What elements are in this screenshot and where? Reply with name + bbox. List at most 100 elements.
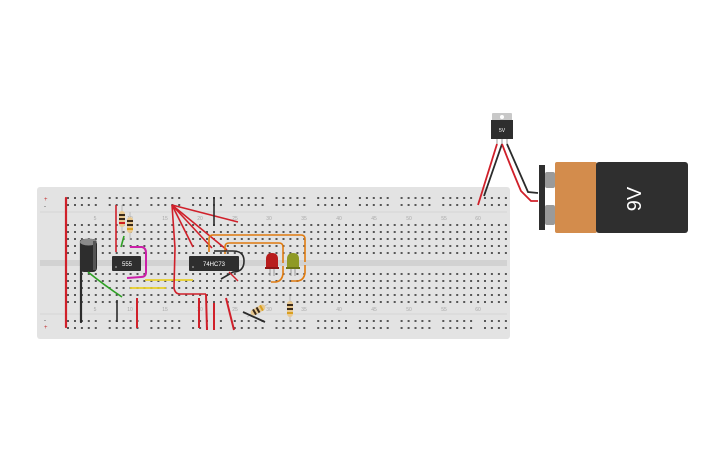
breadboard-hole[interactable] [101, 245, 104, 247]
breadboard-hole[interactable] [226, 231, 229, 233]
breadboard-hole[interactable] [463, 245, 466, 247]
breadboard-hole[interactable] [421, 320, 424, 322]
breadboard-hole[interactable] [268, 287, 271, 289]
breadboard-hole[interactable] [206, 224, 208, 226]
breadboard-hole[interactable] [233, 294, 236, 296]
breadboard-hole[interactable] [296, 252, 299, 254]
breadboard-hole[interactable] [157, 320, 160, 322]
breadboard-hole[interactable] [254, 204, 257, 206]
breadboard-hole[interactable] [157, 327, 160, 329]
breadboard-hole[interactable] [240, 197, 243, 199]
breadboard-hole[interactable] [108, 273, 111, 275]
breadboard-hole[interactable] [219, 197, 222, 199]
breadboard-hole[interactable] [150, 252, 153, 254]
breadboard-hole[interactable] [449, 327, 452, 329]
wire-orange-1[interactable] [208, 234, 306, 262]
breadboard-hole[interactable] [122, 245, 125, 247]
breadboard-hole[interactable] [233, 320, 236, 322]
breadboard-hole[interactable] [87, 204, 90, 206]
breadboard-hole[interactable] [358, 287, 361, 289]
breadboard-hole[interactable] [504, 224, 507, 226]
breadboard-hole[interactable] [456, 204, 459, 206]
breadboard-hole[interactable] [192, 238, 195, 240]
breadboard-hole[interactable] [421, 204, 424, 206]
breadboard-hole[interactable] [157, 280, 160, 282]
breadboard-hole[interactable] [219, 238, 222, 240]
breadboard-hole[interactable] [393, 245, 396, 247]
breadboard-hole[interactable] [261, 252, 264, 254]
breadboard-hole[interactable] [275, 197, 278, 199]
breadboard-hole[interactable] [504, 245, 507, 247]
breadboard-hole[interactable] [157, 245, 160, 247]
breadboard-hole[interactable] [303, 197, 306, 199]
breadboard-hole[interactable] [470, 197, 473, 199]
breadboard-hole[interactable] [324, 224, 327, 226]
breadboard-hole[interactable] [386, 197, 389, 199]
breadboard-hole[interactable] [213, 245, 215, 247]
breadboard-hole[interactable] [317, 327, 320, 329]
breadboard-hole[interactable] [67, 238, 69, 240]
breadboard-hole[interactable] [470, 204, 473, 206]
breadboard-hole[interactable] [296, 301, 299, 303]
breadboard-hole[interactable] [386, 252, 389, 254]
breadboard-hole[interactable] [143, 252, 146, 254]
breadboard-hole[interactable] [338, 197, 341, 199]
breadboard-hole[interactable] [261, 327, 264, 329]
breadboard-hole[interactable] [199, 287, 202, 289]
breadboard-hole[interactable] [192, 273, 195, 275]
breadboard-hole[interactable] [421, 224, 424, 226]
breadboard-hole[interactable] [324, 280, 327, 282]
breadboard-hole[interactable] [247, 301, 250, 303]
breadboard-hole[interactable] [365, 294, 368, 296]
breadboard-hole[interactable] [129, 273, 132, 275]
breadboard-hole[interactable] [171, 238, 174, 240]
breadboard-hole[interactable] [414, 287, 417, 289]
breadboard-hole[interactable] [226, 238, 229, 240]
breadboard-hole[interactable] [101, 238, 104, 240]
breadboard-hole[interactable] [497, 327, 500, 329]
breadboard-hole[interactable] [331, 204, 334, 206]
breadboard-hole[interactable] [407, 327, 410, 329]
breadboard-hole[interactable] [324, 273, 327, 275]
breadboard-hole[interactable] [407, 231, 410, 233]
breadboard-hole[interactable] [365, 245, 368, 247]
breadboard-hole[interactable] [351, 238, 354, 240]
wire-green-2[interactable] [120, 235, 125, 248]
breadboard-hole[interactable] [310, 294, 313, 296]
breadboard-hole[interactable] [435, 231, 438, 233]
breadboard-hole[interactable] [247, 204, 250, 206]
breadboard-hole[interactable] [310, 224, 313, 226]
breadboard-hole[interactable] [351, 294, 354, 296]
breadboard-hole[interactable] [192, 224, 195, 226]
breadboard-hole[interactable] [310, 273, 313, 275]
breadboard-hole[interactable] [240, 327, 243, 329]
breadboard-hole[interactable] [490, 327, 493, 329]
breadboard-hole[interactable] [428, 252, 431, 254]
breadboard-hole[interactable] [240, 273, 243, 275]
breadboard-hole[interactable] [421, 327, 424, 329]
breadboard-hole[interactable] [365, 224, 368, 226]
breadboard-hole[interactable] [268, 301, 271, 303]
breadboard-hole[interactable] [171, 273, 174, 275]
breadboard-hole[interactable] [456, 280, 459, 282]
breadboard-hole[interactable] [407, 204, 410, 206]
breadboard-hole[interactable] [456, 197, 459, 199]
breadboard-hole[interactable] [171, 320, 174, 322]
wire-red-fan-5[interactable] [171, 204, 239, 223]
breadboard-hole[interactable] [178, 204, 181, 206]
breadboard-hole[interactable] [317, 224, 320, 226]
breadboard-hole[interactable] [490, 238, 493, 240]
breadboard-hole[interactable] [449, 280, 452, 282]
breadboard-hole[interactable] [497, 252, 500, 254]
breadboard-hole[interactable] [115, 294, 118, 296]
breadboard-hole[interactable] [338, 252, 341, 254]
breadboard-hole[interactable] [219, 204, 222, 206]
breadboard-hole[interactable] [463, 238, 466, 240]
breadboard-hole[interactable] [199, 280, 202, 282]
resistor-timing-1[interactable] [119, 205, 125, 234]
breadboard-hole[interactable] [296, 320, 299, 322]
wire-orange-2[interactable] [224, 242, 284, 263]
breadboard-hole[interactable] [164, 204, 167, 206]
breadboard-hole[interactable] [108, 197, 111, 199]
breadboard-hole[interactable] [101, 280, 104, 282]
